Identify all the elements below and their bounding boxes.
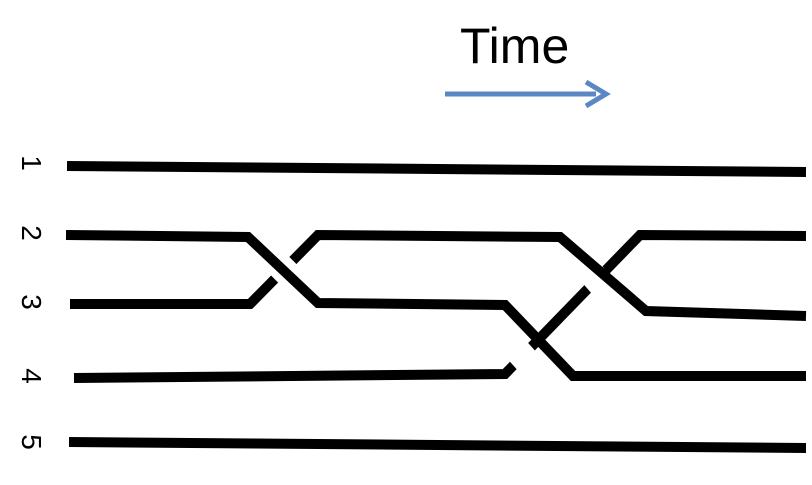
strand-1 bbox=[66, 161, 807, 177]
strand-label-3: 3 bbox=[16, 294, 47, 310]
strand-label-5: 5 bbox=[16, 434, 47, 450]
strand-label-1: 1 bbox=[16, 155, 47, 171]
time-arrow-icon bbox=[445, 79, 611, 109]
strand-label-2: 2 bbox=[16, 225, 47, 241]
strand-4 bbox=[73, 229, 807, 383]
crossing-gap-2-over-4 bbox=[575, 257, 621, 305]
crossing-gap-3-over-4 bbox=[507, 341, 552, 387]
strand-5 bbox=[68, 437, 807, 453]
diagram-title: Time bbox=[460, 18, 569, 74]
strand-3 bbox=[70, 229, 807, 321]
strand-label-4: 4 bbox=[16, 368, 47, 384]
strand-2 bbox=[65, 230, 806, 381]
